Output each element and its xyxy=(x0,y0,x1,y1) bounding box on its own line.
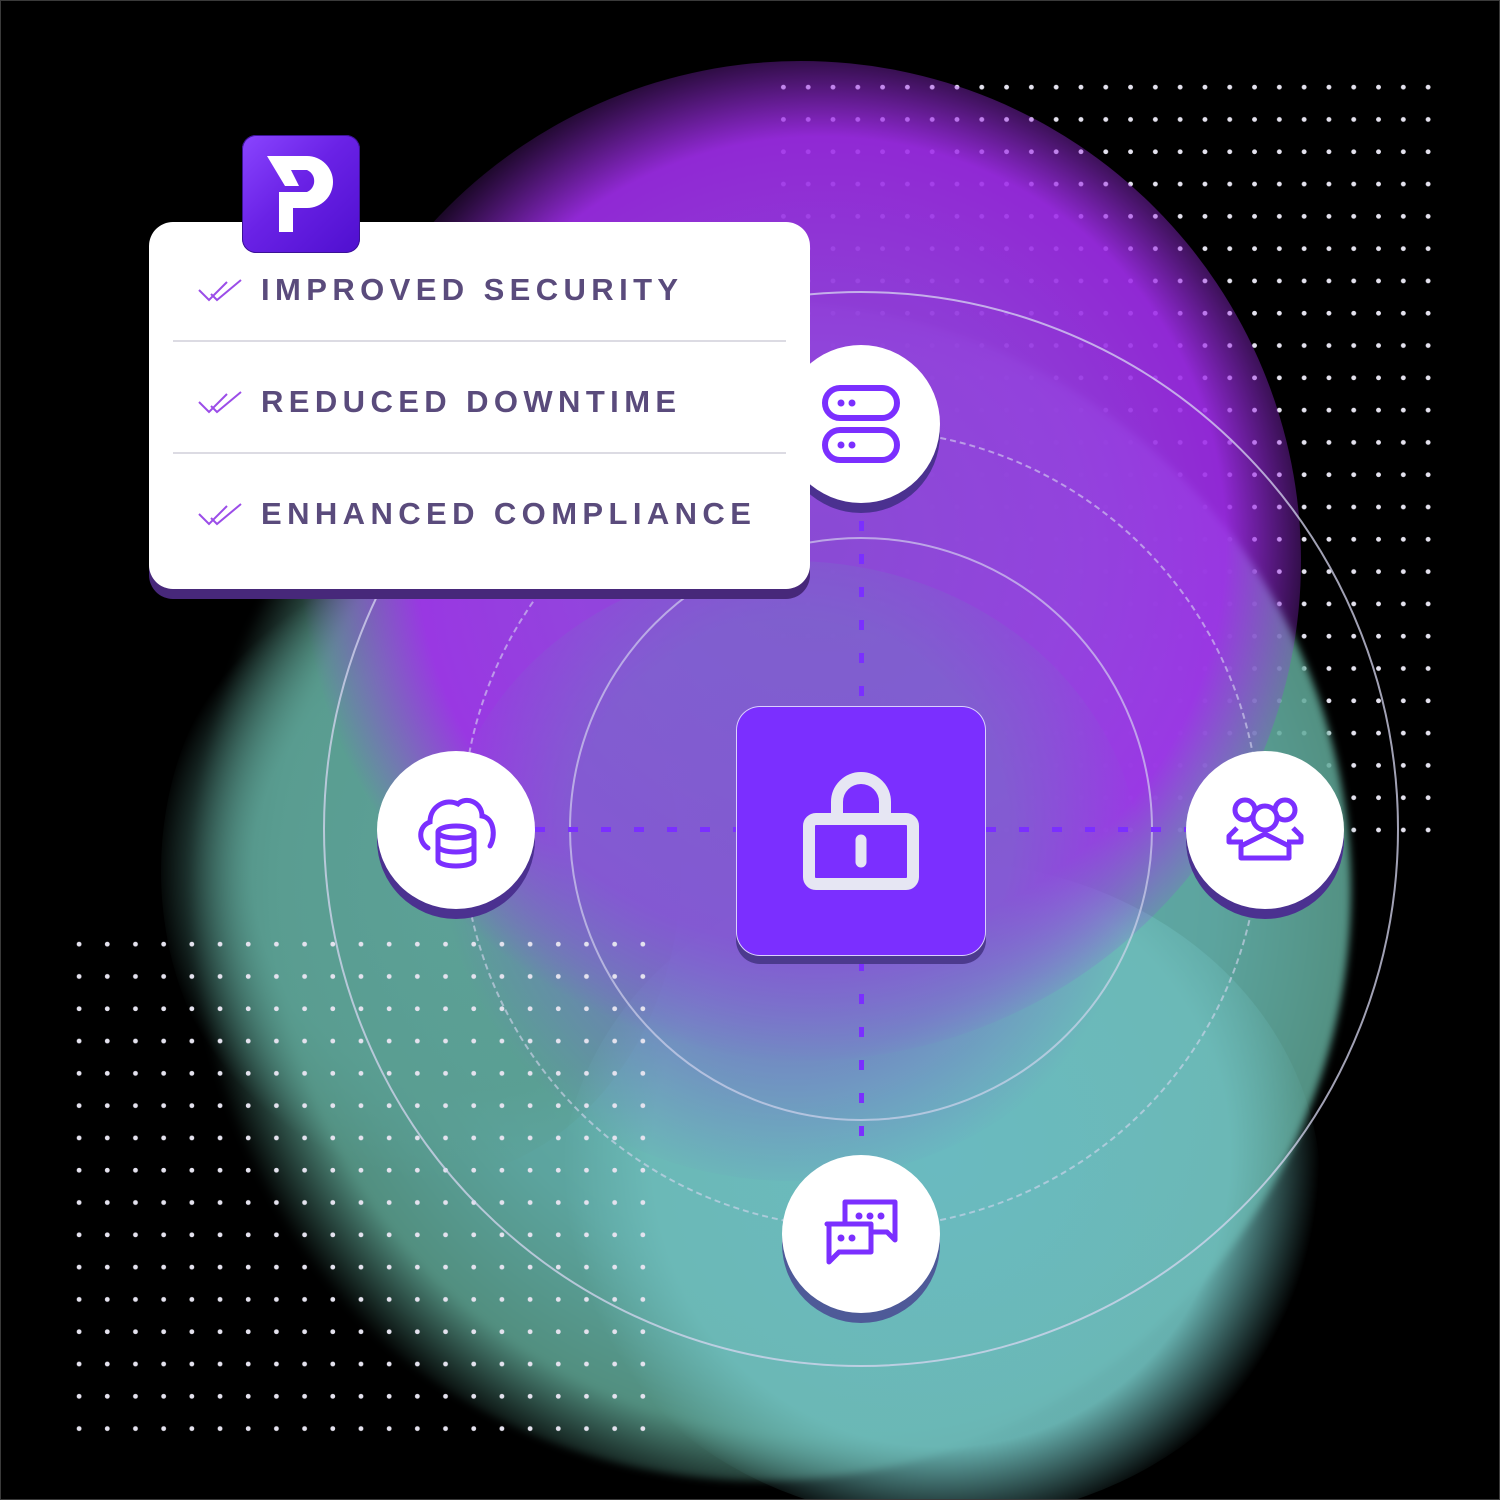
users-group-icon xyxy=(1226,797,1304,861)
users-group-node xyxy=(1186,751,1344,909)
connector-left xyxy=(535,827,736,832)
benefits-card: IMPROVED SECURITY REDUCED DOWNTIME ENHAN… xyxy=(149,222,810,589)
connector-bottom xyxy=(859,961,864,1155)
benefit-item: ENHANCED COMPLIANCE xyxy=(149,458,810,570)
chat-bubbles-icon xyxy=(824,1199,898,1265)
lock-icon xyxy=(803,772,919,890)
p-logo-icon xyxy=(267,156,333,232)
connector-top xyxy=(859,521,864,706)
benefit-label: REDUCED DOWNTIME xyxy=(261,384,682,419)
chat-node xyxy=(782,1155,940,1313)
server-icon xyxy=(822,385,900,463)
cloud-database-icon xyxy=(418,798,496,869)
benefit-item: REDUCED DOWNTIME xyxy=(149,346,810,458)
lock-tile xyxy=(736,706,986,956)
brand-logo xyxy=(242,135,360,253)
cloud-database-node xyxy=(377,751,535,909)
benefit-label: IMPROVED SECURITY xyxy=(261,272,684,307)
divider xyxy=(173,340,786,342)
outer-ring xyxy=(323,291,1399,1367)
double-check-icon xyxy=(198,391,242,414)
benefit-item: IMPROVED SECURITY xyxy=(149,234,810,346)
benefit-label: ENHANCED COMPLIANCE xyxy=(261,496,757,531)
divider xyxy=(173,452,786,454)
connector-right xyxy=(986,827,1186,832)
double-check-icon xyxy=(198,279,242,302)
double-check-icon xyxy=(198,503,242,526)
